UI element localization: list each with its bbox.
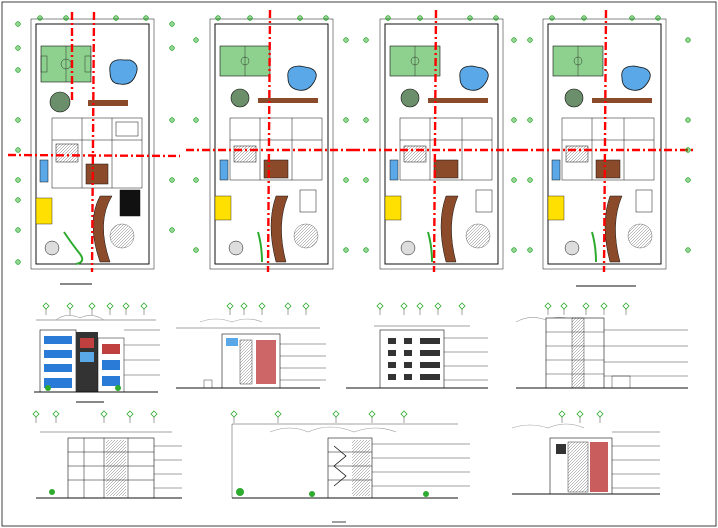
plan-1-tree [49,91,71,113]
plan-1-field [40,45,92,83]
plan-4 [520,9,696,287]
plan-1-ramp [92,195,113,263]
plan-3 [352,9,520,273]
elevation-small [511,410,660,495]
plan-1-rooms [39,117,143,217]
elevation-side-left [176,302,326,389]
plan-1-pool [109,59,138,85]
plan-1 [7,11,181,285]
elevation-side-right [515,302,688,389]
plan-2 [186,9,352,273]
elevation-rear [346,302,488,389]
elevation-front-color [34,302,160,403]
section-a [32,410,182,499]
plan-1-axes [7,11,181,273]
section-b [230,410,470,499]
